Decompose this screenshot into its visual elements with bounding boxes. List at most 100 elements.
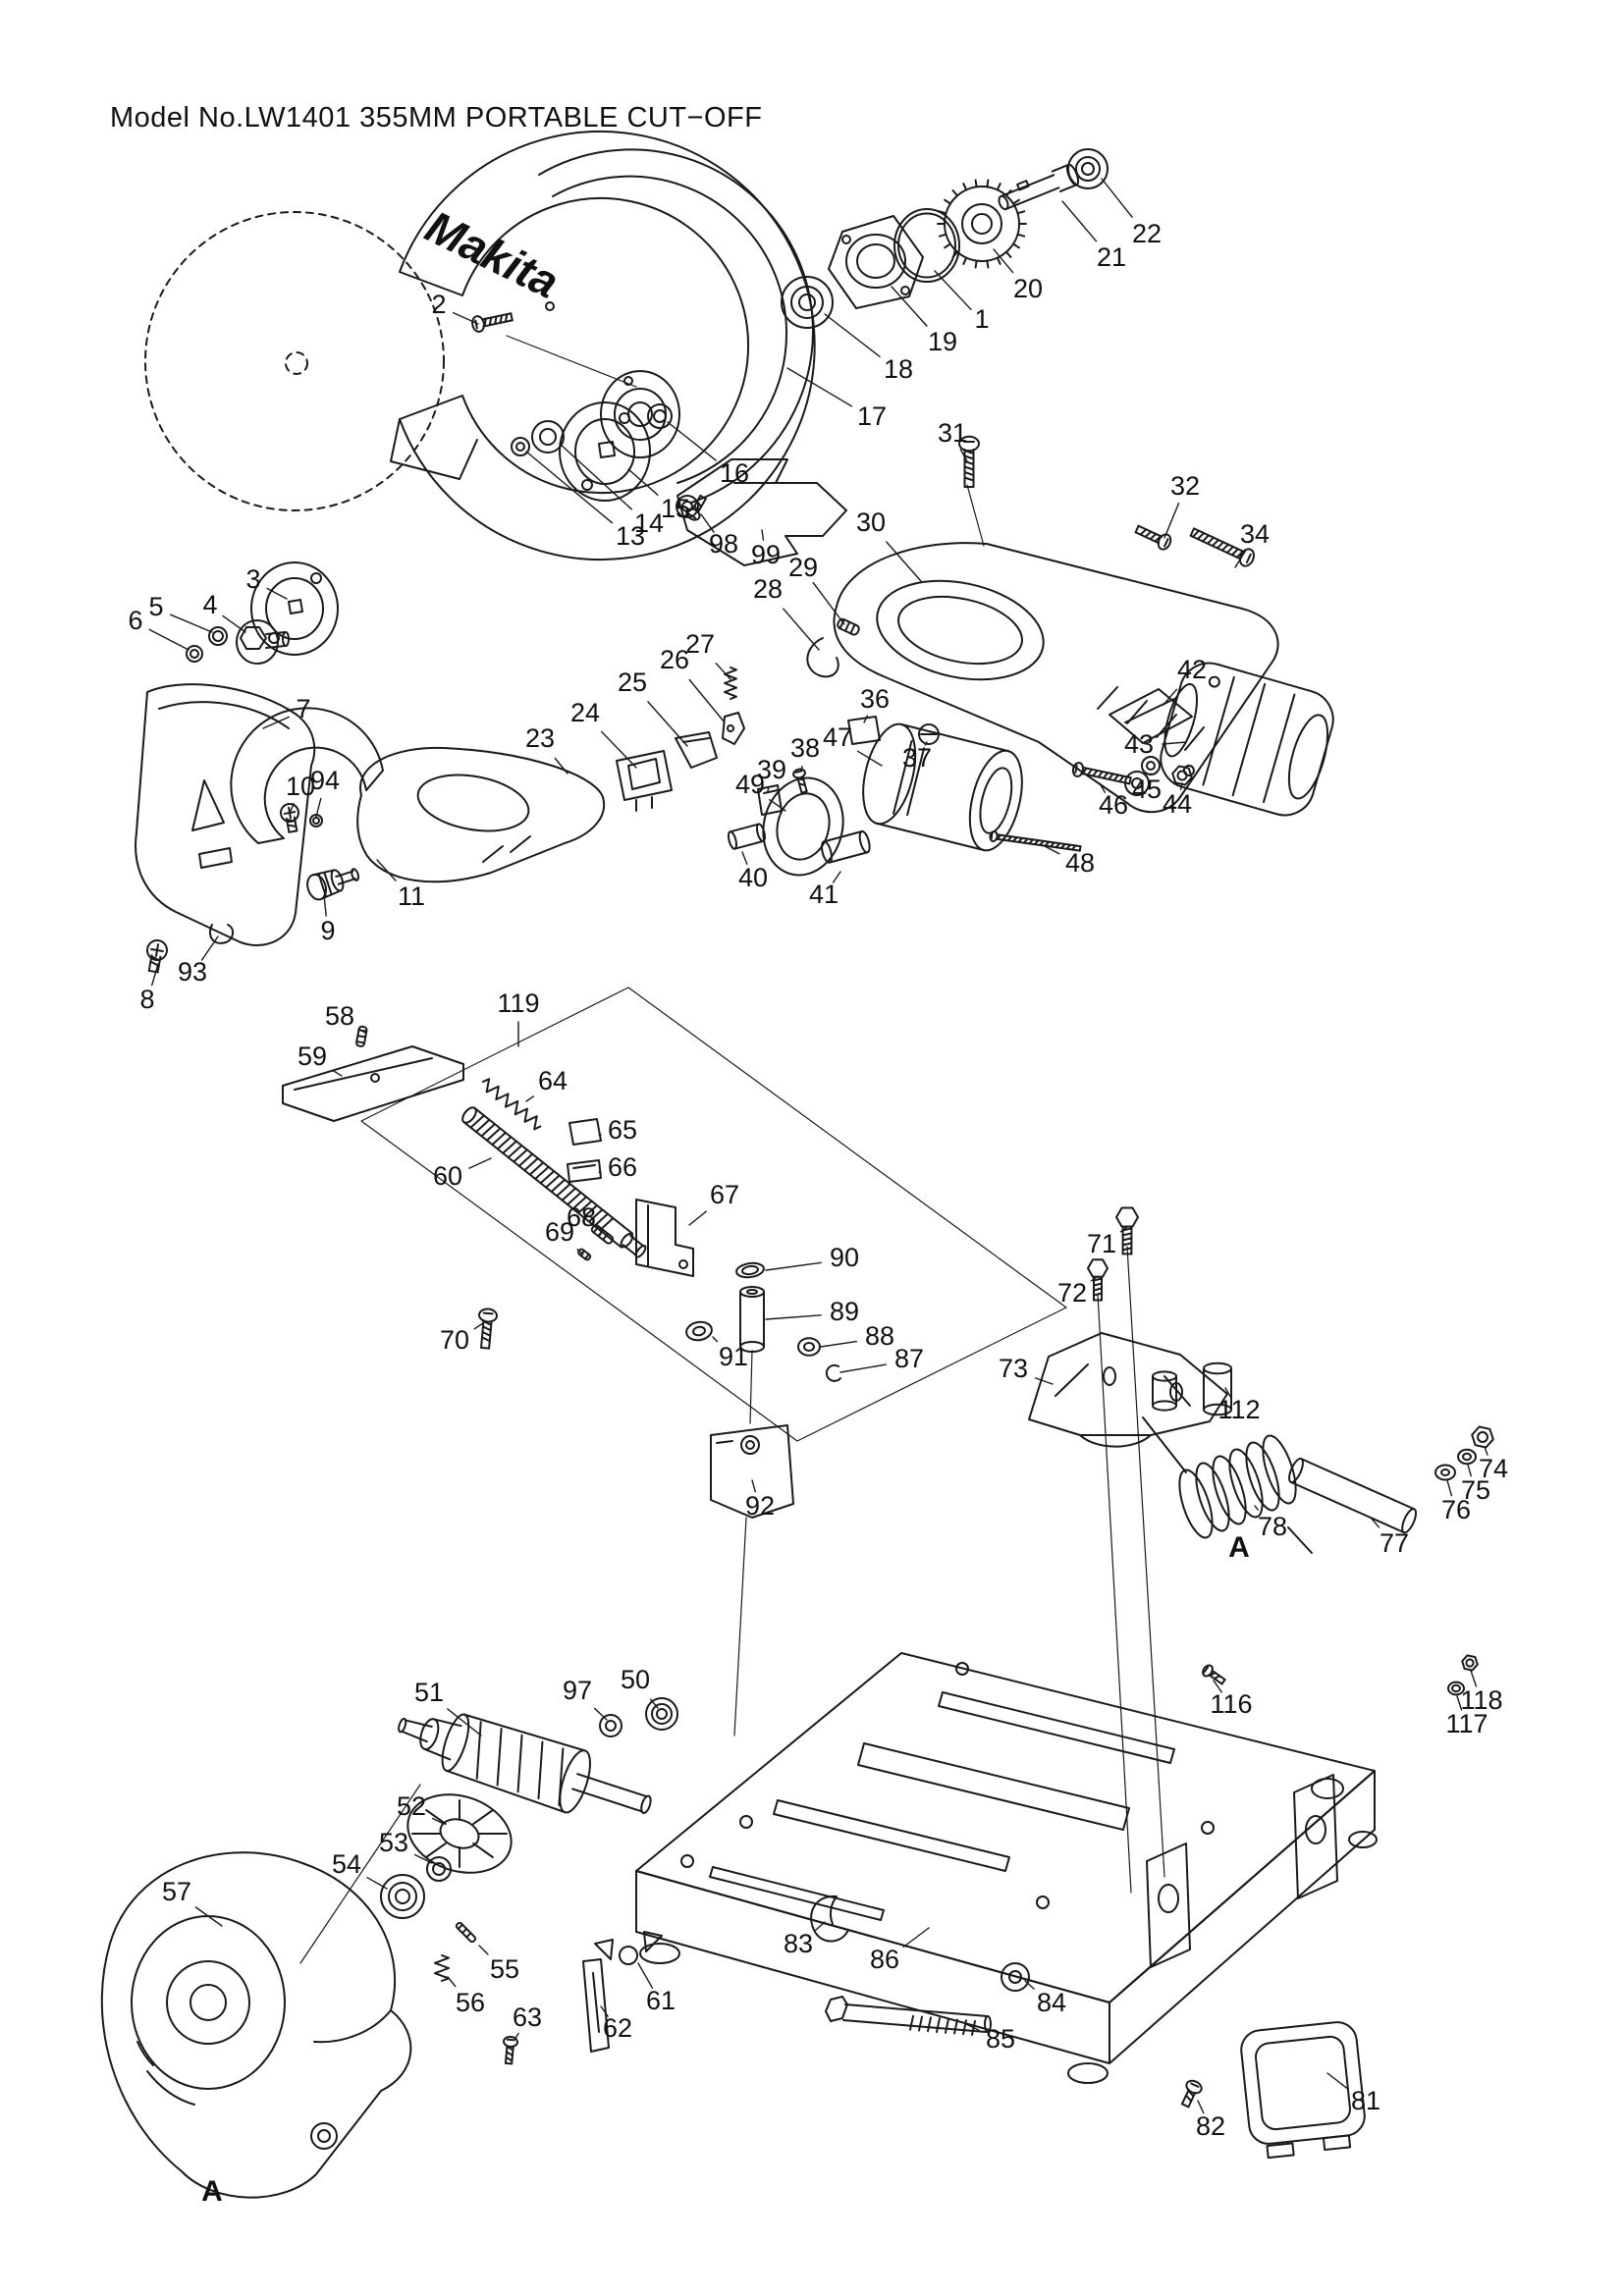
leader-line-41: [832, 871, 841, 883]
part-armature: [398, 1713, 652, 1814]
leader-line-74: [1484, 1446, 1488, 1456]
page-title: Model No.LW1401 355MM PORTABLE CUT−OFF: [110, 102, 763, 133]
part-cover-box: [1240, 2021, 1366, 2160]
leader-line-60: [468, 1157, 492, 1169]
leader-line-94: [315, 797, 322, 818]
part-label-18: 18: [884, 354, 913, 384]
part-carbon-brush: [847, 716, 881, 745]
part-label-36: 36: [860, 684, 890, 714]
part-housing-cover: [100, 1851, 412, 2199]
part-base: [635, 1652, 1378, 2084]
part-label-68: 68: [567, 1202, 596, 1232]
leader-line-82: [1197, 2100, 1205, 2114]
part-label-16: 16: [720, 458, 749, 488]
leader-line-11: [376, 859, 397, 881]
leader-line-88: [820, 1340, 857, 1348]
leader-line-16: [667, 421, 717, 461]
leader-line-32: [1163, 503, 1180, 539]
leader-line-54: [366, 1876, 388, 1890]
leader-line-42: [1163, 688, 1178, 706]
part-cutoff-wheel: [144, 211, 445, 511]
part-fan: [406, 1793, 513, 1874]
part-label-25: 25: [618, 667, 647, 697]
leader-line-22: [1101, 178, 1133, 218]
leader-line-52: [431, 1817, 445, 1825]
leader-line-36: [863, 715, 869, 723]
part-label-98: 98: [709, 529, 738, 559]
part-label-52: 52: [397, 1791, 426, 1821]
leader-line-13: [525, 451, 614, 524]
leader-line-31: [959, 449, 968, 462]
leader-line-38: [800, 766, 803, 773]
part-label-30: 30: [856, 507, 886, 537]
part-label-94: 94: [310, 766, 340, 795]
leader-line-40: [741, 851, 748, 865]
part-label-64: 64: [538, 1066, 568, 1095]
part-label-29: 29: [788, 553, 818, 582]
part-label-50: 50: [621, 1665, 650, 1694]
leader-line-116: [1213, 1680, 1223, 1693]
part-label-87: 87: [894, 1344, 924, 1373]
part-block-65: [568, 1118, 602, 1146]
leader-line-92: [751, 1479, 756, 1493]
leader-line-56: [447, 1976, 457, 1988]
leader-line-23: [554, 757, 568, 774]
part-label-41: 41: [809, 880, 839, 909]
leader-line-43: [1162, 741, 1187, 745]
leader-line-7: [262, 716, 290, 729]
leader-line-57: [194, 1906, 223, 1927]
leader-line-61: [637, 1962, 654, 1990]
part-label-10: 10: [286, 772, 315, 801]
hardware-parts: [145, 148, 1494, 2109]
leader-line-24: [600, 730, 637, 769]
part-switch: [616, 750, 673, 812]
part-vise-nut-bracket: [635, 1199, 694, 1277]
leader-line-71: [1119, 1226, 1128, 1233]
part-label-112: 112: [1217, 1395, 1260, 1424]
leader-line-50: [649, 1698, 659, 1709]
leader-line-49: [769, 799, 786, 812]
leader-line-97: [593, 1707, 608, 1721]
part-label-89: 89: [830, 1297, 859, 1326]
leader-line-26: [688, 678, 726, 723]
leader-line-84: [1024, 1980, 1035, 1990]
leader-line-69: [576, 1249, 584, 1255]
part-label-19: 19: [928, 327, 957, 356]
part-label-14: 14: [634, 508, 664, 538]
leader-line-30: [886, 541, 922, 582]
part-label-17: 17: [857, 401, 887, 431]
leader-line-29: [812, 581, 845, 625]
leader-line-117: [1456, 1695, 1463, 1711]
part-label-20: 20: [1013, 274, 1043, 303]
leader-line-5: [169, 614, 213, 633]
part-label-99: 99: [751, 540, 781, 569]
part-label-21: 21: [1097, 242, 1126, 272]
leader-line-3: [266, 587, 288, 600]
part-wheel-cover: [135, 683, 316, 946]
part-brush-cap: [918, 723, 940, 745]
part-main-handle: [833, 542, 1279, 814]
leader-line-8: [150, 963, 159, 987]
part-label-66: 66: [608, 1152, 637, 1182]
part-trigger-lever: [722, 712, 745, 745]
part-blade-guard: Makita: [390, 131, 816, 561]
part-hex-bolt-4: [236, 619, 290, 665]
part-label-47: 47: [823, 722, 852, 752]
leader-line-86: [902, 1927, 930, 1949]
part-label-61: 61: [646, 1986, 676, 2015]
leader-line-37: [924, 741, 928, 746]
part-clip-66: [567, 1159, 602, 1183]
leader-line-58: [359, 1029, 366, 1034]
part-label-46: 46: [1099, 790, 1128, 820]
part-label-28: 28: [753, 574, 783, 604]
part-spring-tails: [1142, 1416, 1313, 1554]
section-marker-2: A: [201, 2175, 223, 2208]
leader-line-21: [1061, 200, 1098, 242]
leader-line-112: [1224, 1387, 1232, 1399]
leader-line-91: [712, 1336, 719, 1343]
section-marker-1: A: [1228, 1531, 1250, 1564]
part-label-38: 38: [790, 733, 820, 763]
